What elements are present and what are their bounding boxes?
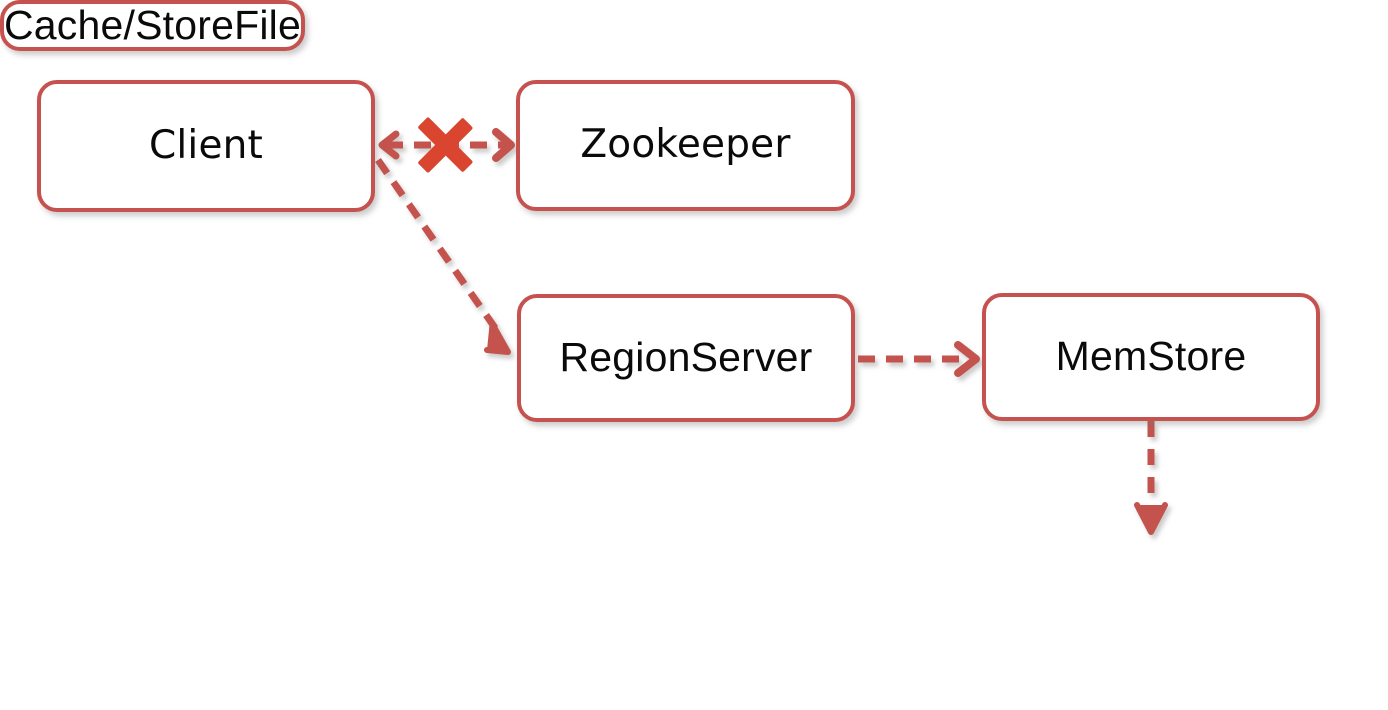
node-memstore-label: MemStore [1055,333,1247,380]
node-cache-storefile-label: Cache/StoreFile [4,2,301,48]
node-regionserver-label: RegionServer [559,334,813,381]
edge-memstore-to-cachestorefile-arrowhead [1134,502,1168,535]
edge-memstore-to-cachestorefile [1134,421,1168,535]
node-memstore[interactable]: MemStore [982,293,1320,421]
edge-client-to-regionserver-line [375,157,503,338]
node-zookeeper-label: Zookeeper [580,122,791,168]
edge-regionserver-to-memstore-arrowhead [954,341,980,377]
node-client-label: Client [148,122,264,168]
edge-client-to-zookeeper-arrowhead-right [492,128,515,162]
edge-client-to-regionserver [375,157,511,355]
edge-regionserver-to-memstore [858,341,980,377]
node-regionserver[interactable]: RegionServer [517,294,855,422]
edge-client-to-zookeeper-arrowhead-left [378,130,400,160]
x-cross-icon [418,117,473,173]
node-zookeeper[interactable]: Zookeeper [516,80,855,211]
node-client[interactable]: Client [37,80,375,212]
edge-client-to-regionserver-arrowhead [484,317,511,355]
node-cache-storefile[interactable]: Cache/StoreFile [0,0,305,52]
